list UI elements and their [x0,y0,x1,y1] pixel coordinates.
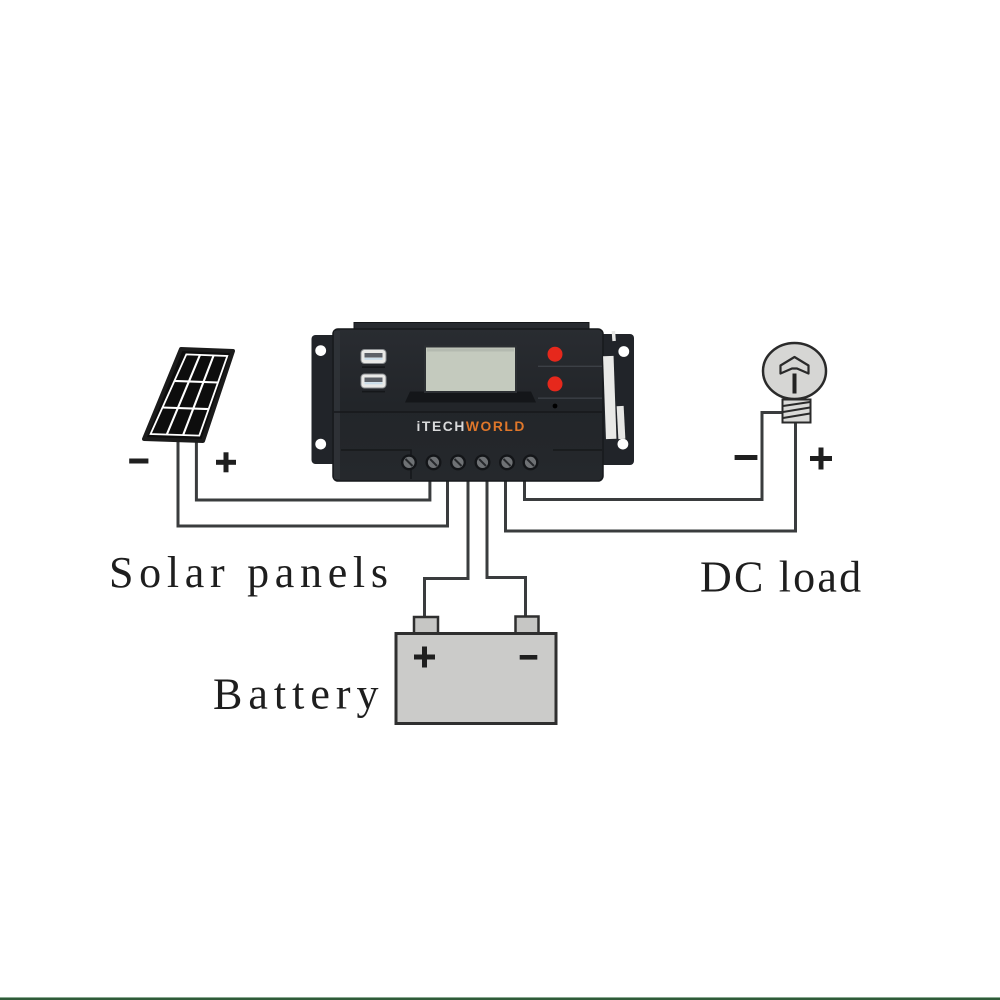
svg-text:Battery: Battery [213,670,385,719]
svg-text:DC load: DC load [700,553,863,602]
svg-text:iTECHWORLD: iTECHWORLD [417,419,527,434]
svg-text:Solar panels: Solar panels [109,548,394,597]
